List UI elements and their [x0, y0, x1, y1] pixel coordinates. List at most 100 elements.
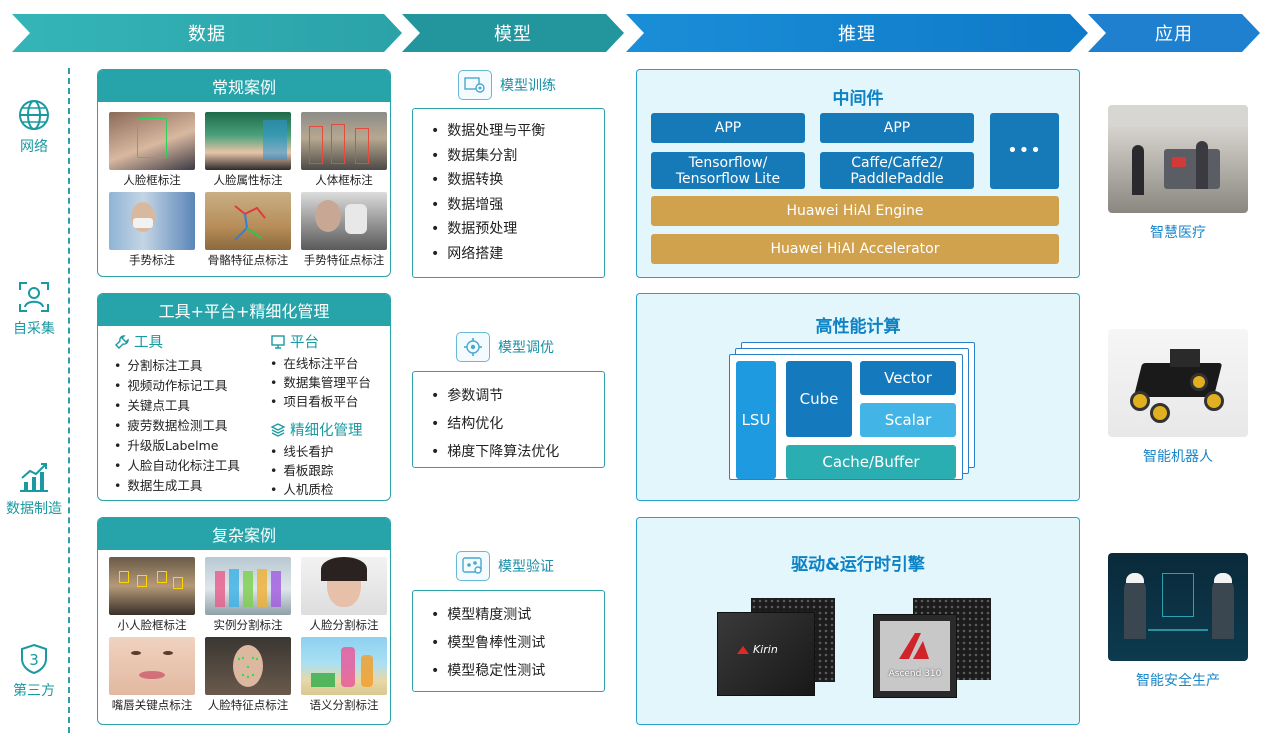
scalar-block: Scalar [860, 403, 956, 437]
tools-platform-panel: 工具+平台+精细化管理 工具 分割标注工具 视频动作标记工具 关键点工具 疲劳数… [97, 293, 391, 501]
case-image [109, 557, 195, 615]
app-block-2: APP [820, 113, 974, 143]
case-face-attribute: 人脸属性标注 [202, 112, 294, 188]
model-tuning-heading: 模型调优 [456, 332, 554, 362]
header-inference-label: 推理 [838, 24, 876, 45]
list-item: 人脸自动化标注工具 [114, 456, 240, 476]
model-validation-heading: 模型验证 [456, 551, 554, 581]
list-item: 数据生成工具 [114, 476, 240, 496]
sidebar-item-third-party: 3 第三方 [0, 642, 68, 700]
case-label: 嘴唇关键点标注 [111, 698, 193, 712]
case-label: 人脸特征点标注 [207, 698, 289, 712]
case-small-face-box: 小人脸框标注 [106, 557, 198, 633]
app-image-medical [1108, 105, 1248, 213]
tools-list: 分割标注工具 视频动作标记工具 关键点工具 疲劳数据检测工具 升级版Labelm… [114, 356, 240, 496]
sidebar-item-network: 网络 [0, 98, 68, 156]
list-item: 在线标注平台 [270, 354, 371, 373]
case-image [301, 192, 387, 250]
case-image [109, 192, 195, 250]
tools-heading: 工具 [114, 331, 240, 352]
hiai-engine-bar: Huawei HiAI Engine [651, 196, 1059, 226]
middleware-title: 中间件 [832, 89, 884, 109]
case-face-landmark: 人脸特征点标注 [202, 637, 294, 713]
list-item: 模型稳定性测试 [431, 657, 604, 685]
case-image [109, 112, 195, 170]
case-instance-segmentation: 实例分割标注 [202, 557, 294, 633]
list-item: 数据处理与平衡 [431, 119, 604, 144]
refine-heading-label: 精细化管理 [290, 423, 363, 439]
cube-block: Cube [786, 361, 852, 437]
list-item: 关键点工具 [114, 396, 240, 416]
case-image [301, 557, 387, 615]
refine-list: 线长看护 看板跟踪 人机质检 [270, 442, 371, 499]
cache-buffer-block: Cache/Buffer [786, 445, 956, 479]
header-application: 应用 [1088, 14, 1260, 52]
list-item: 项目看板平台 [270, 392, 371, 411]
driver-panel: 驱动&运行时引擎 Kirin Ascend 310 [636, 517, 1080, 725]
tuning-icon [456, 332, 490, 362]
more-block: ••• [990, 113, 1059, 189]
compute-title: 高性能计算 [815, 317, 901, 337]
list-item: 视频动作标记工具 [114, 376, 240, 396]
framework-block-caffe: Caffe/Caffe2/ PaddlePaddle [820, 152, 974, 189]
case-image [109, 637, 195, 695]
platform-heading-label: 平台 [290, 335, 319, 351]
sidebar-item-label: 自采集 [13, 321, 55, 337]
app-block-1: APP [651, 113, 805, 143]
complex-cases-panel: 复杂案例 小人脸框标注 实例分割标注 [97, 517, 391, 725]
ascend-chip-label: Ascend 310 [888, 669, 942, 679]
case-face-segmentation: 人脸分割标注 [298, 557, 390, 633]
hiai-accelerator-bar: Huawei HiAI Accelerator [651, 234, 1059, 264]
tools-panel-title: 工具+平台+精细化管理 [98, 294, 390, 326]
model-validation-box: 模型精度测试 模型鲁棒性测试 模型稳定性测试 [412, 590, 605, 692]
model-training-box: 数据处理与平衡 数据集分割 数据转换 数据增强 数据预处理 网络搭建 [412, 108, 605, 278]
complex-cases-title: 复杂案例 [98, 518, 390, 550]
list-item: 梯度下降算法优化 [431, 438, 604, 466]
list-item: 升级版Labelme [114, 436, 240, 456]
validation-icon [456, 551, 490, 581]
list-item: 数据集管理平台 [270, 373, 371, 392]
case-image [205, 192, 291, 250]
list-item: 数据转换 [431, 168, 604, 193]
framework-line: Caffe/Caffe2/ [851, 154, 943, 171]
compute-panel: 高性能计算 LSU Cube Vector Scalar Cache/Buffe… [636, 293, 1080, 501]
platform-heading: 平台 [270, 331, 371, 352]
header-application-label: 应用 [1155, 24, 1193, 45]
vector-block: Vector [860, 361, 956, 395]
model-validation-title: 模型验证 [498, 559, 554, 575]
case-label: 手势特征点标注 [303, 253, 385, 267]
model-training-heading: 模型训练 [458, 70, 556, 100]
model-tuning-title: 模型调优 [498, 340, 554, 356]
app-label: 智能机器人 [1143, 449, 1213, 465]
list-item: 分割标注工具 [114, 356, 240, 376]
case-image [301, 637, 387, 695]
case-body-box: 人体框标注 [298, 112, 390, 188]
case-image [301, 112, 387, 170]
case-skeleton: 骨骼特征点标注 [202, 192, 294, 268]
list-item: 模型精度测试 [431, 601, 604, 629]
app-image-robot [1108, 329, 1248, 437]
list-item: 看板跟踪 [270, 461, 371, 480]
case-label: 小人脸框标注 [117, 618, 187, 632]
list-item: 线长看护 [270, 442, 371, 461]
list-item: 模型鲁棒性测试 [431, 629, 604, 657]
header-data-label: 数据 [188, 24, 226, 45]
framework-line: Tensorflow/ [688, 154, 768, 171]
sidebar-dashed-divider [68, 68, 70, 733]
sidebar-item-data-manufacture: 数据制造 [0, 460, 68, 518]
kirin-chip: Kirin [717, 598, 835, 698]
kirin-chip-label: Kirin [753, 643, 778, 656]
case-label: 人体框标注 [315, 173, 373, 187]
monitor-icon [271, 334, 285, 349]
list-item: 数据预处理 [431, 217, 604, 242]
ascend-chip: Ascend 310 [873, 598, 991, 698]
framework-line: Tensorflow Lite [675, 170, 781, 187]
app-label: 智能安全生产 [1136, 673, 1220, 689]
framework-block-tensorflow: Tensorflow/ Tensorflow Lite [651, 152, 805, 189]
globe-icon [19, 100, 49, 130]
model-training-title: 模型训练 [500, 78, 556, 94]
list-item: 数据集分割 [431, 144, 604, 169]
case-image [205, 637, 291, 695]
shield-three-icon: 3 [21, 643, 47, 675]
case-gesture: 手势标注 [106, 192, 198, 268]
